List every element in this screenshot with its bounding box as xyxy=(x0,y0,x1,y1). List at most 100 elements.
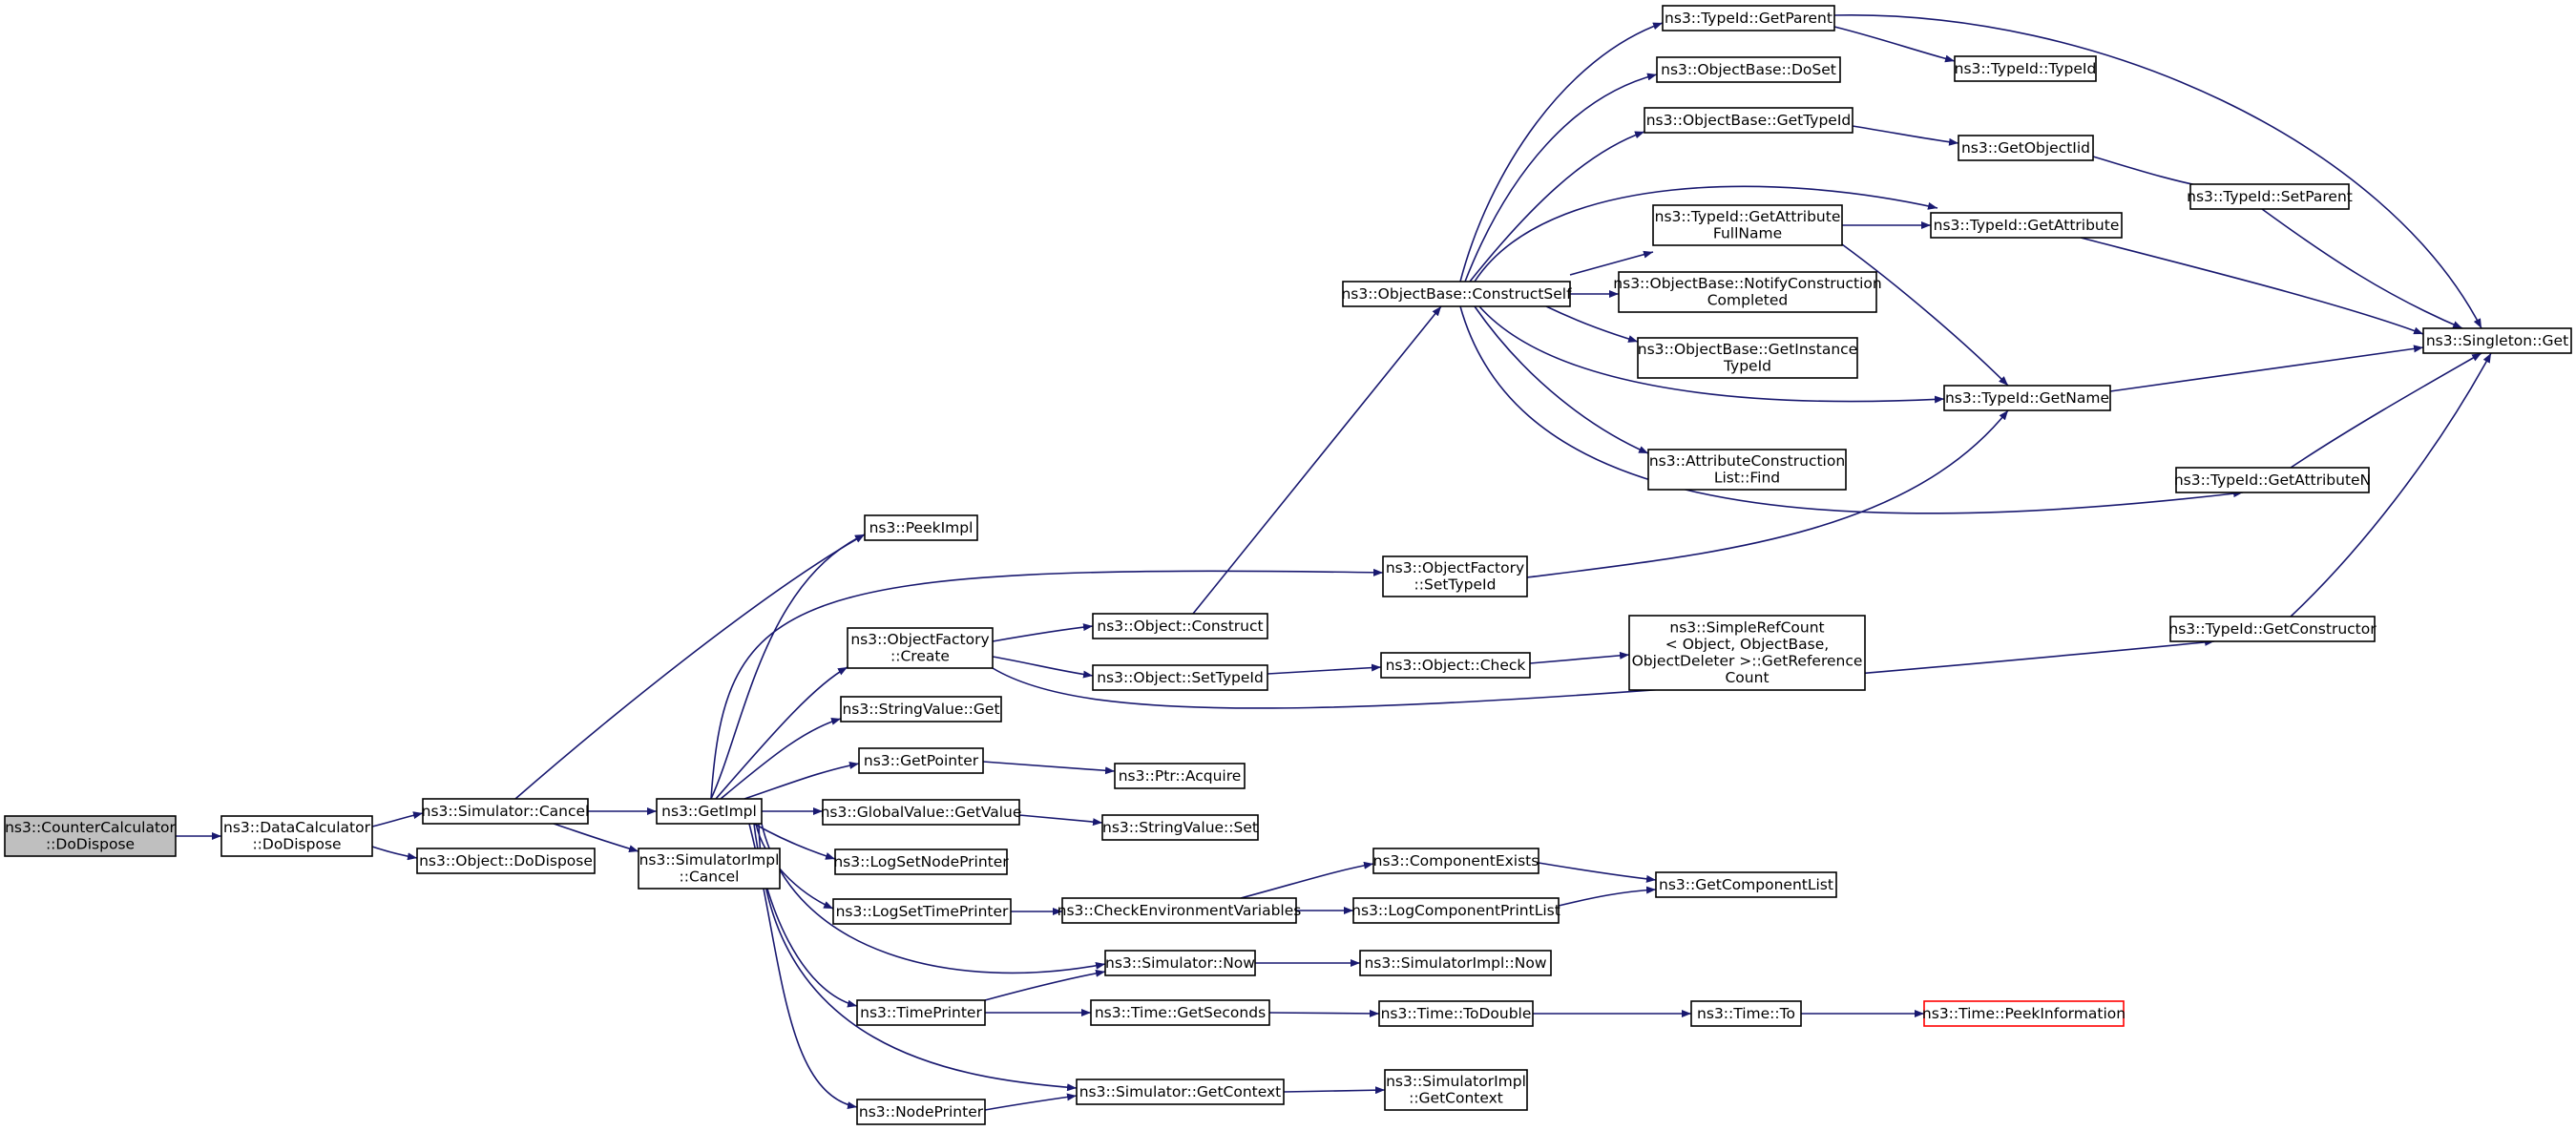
node-ns3-ptr-acquire[interactable]: ns3::Ptr::Acquire xyxy=(1114,763,1246,789)
edge-line xyxy=(2080,237,2424,335)
node-label-line: ns3::StringValue::Get xyxy=(842,701,999,718)
node-ns3-simulator-cancel[interactable]: ns3::Simulator::Cancel xyxy=(422,798,590,825)
node-ns3-objectbase-notifyconstruction-completed[interactable]: ns3::ObjectBase::NotifyConstructionCompl… xyxy=(1613,271,1882,313)
edge-line xyxy=(1268,1009,1380,1017)
node-ns3-objectbase-gettypeid[interactable]: ns3::ObjectBase::GetTypeId xyxy=(1644,107,1853,134)
node-ns3-object-dodispose[interactable]: ns3::Object::DoDispose xyxy=(416,848,596,874)
edge-line xyxy=(761,823,1106,974)
node-label-line: ns3::SimulatorImpl xyxy=(639,851,780,869)
edge-n25-to-n38 xyxy=(1529,651,1630,664)
edge-n10-to-n18 xyxy=(1018,814,1103,827)
node-ns3-object-construct[interactable]: ns3::Object::Construct xyxy=(1092,613,1268,639)
edge-line xyxy=(1474,305,1649,454)
node-ns3-timeprinter[interactable]: ns3::TimePrinter xyxy=(856,999,986,1026)
node-ns3-typeid-getattribute[interactable]: ns3::TypeId::GetAttribute xyxy=(1930,212,2123,239)
node-ns3-typeid-typeid[interactable]: ns3::TypeId::TypeId xyxy=(1954,55,2097,82)
node-ns3-simulatorimpl-cancel[interactable]: ns3::SimulatorImpl::Cancel xyxy=(638,848,781,890)
node-label-line: ns3::TypeId::GetConstructor xyxy=(2168,620,2377,638)
node-ns3-typeid-getname[interactable]: ns3::TypeId::GetName xyxy=(1943,385,2111,411)
node-label-line: ::SetTypeId xyxy=(1414,576,1497,594)
node-label-line: ns3::SimulatorImpl xyxy=(1386,1073,1526,1090)
edge-line xyxy=(982,761,1116,775)
edge-n23-to-n31 xyxy=(1459,22,1664,283)
edge-line xyxy=(710,568,1384,800)
node-box xyxy=(1342,281,1571,307)
node-ns3-objectbase-constructself[interactable]: ns3::ObjectBase::ConstructSelf xyxy=(1341,281,1572,307)
edge-n44-to-n49 xyxy=(2109,345,2424,392)
node-box xyxy=(1378,1000,1534,1027)
node-ns3-simulator-getcontext[interactable]: ns3::Simulator::GetContext xyxy=(1076,1079,1285,1105)
edge-line xyxy=(2109,345,2424,392)
node-ns3-stringvalue-get[interactable]: ns3::StringValue::Get xyxy=(840,696,1002,723)
node-ns3-objectfactory-create[interactable]: ns3::ObjectFactory::Create xyxy=(847,627,994,669)
node-label-line: ns3::ComponentExists xyxy=(1373,852,1539,869)
node-ns3-componentexists[interactable]: ns3::ComponentExists xyxy=(1372,848,1539,874)
node-box xyxy=(1384,1069,1528,1111)
node-label-line: FullName xyxy=(1713,225,1782,242)
node-box xyxy=(2169,616,2376,642)
node-box xyxy=(822,799,1020,826)
node-ns3-datacalculator-dodispose[interactable]: ns3::DataCalculator::DoDispose xyxy=(220,815,373,857)
node-ns3-typeid-getconstructor[interactable]: ns3::TypeId::GetConstructor xyxy=(2168,616,2377,642)
node-label-line: ns3::LogComponentPrintList xyxy=(1351,902,1560,919)
edge-n1-to-n3 xyxy=(371,846,418,861)
node-box xyxy=(1076,1079,1285,1105)
node-label-line: ns3::Ptr::Acquire xyxy=(1119,767,1242,785)
node-label-line: ns3::NodePrinter xyxy=(859,1103,984,1121)
node-ns3-nodeprinter[interactable]: ns3::NodePrinter xyxy=(856,1099,986,1125)
node-box xyxy=(834,848,1008,875)
node-box xyxy=(1061,897,1297,924)
node-ns3-peekimpl[interactable]: ns3::PeekImpl xyxy=(864,514,978,541)
node-box xyxy=(847,627,994,669)
node-ns3-time-to[interactable]: ns3::Time::To xyxy=(1690,1000,1802,1027)
node-ns3-getpointer[interactable]: ns3::GetPointer xyxy=(858,747,984,774)
edge-n23-to-n34 xyxy=(1569,250,1654,276)
node-ns3-time-peekinformation[interactable]: ns3::Time::PeekInformation xyxy=(1922,1000,2126,1027)
node-ns3-objectfactory-settypeid[interactable]: ns3::ObjectFactory::SetTypeId xyxy=(1382,555,1528,597)
edge-n16-to-n25 xyxy=(1267,663,1382,675)
node-ns3-logsetnodeprinter[interactable]: ns3::LogSetNodePrinter xyxy=(833,848,1009,875)
node-label-line: ns3::ObjectFactory xyxy=(850,631,989,648)
edge-line xyxy=(1558,886,1657,907)
node-box xyxy=(1101,814,1259,841)
node-box xyxy=(1372,848,1539,874)
node-ns3-time-todouble[interactable]: ns3::Time::ToDouble xyxy=(1378,1000,1534,1027)
edge-n2-to-n6 xyxy=(514,534,866,800)
node-label-line: ns3::GlobalValue::GetValue xyxy=(821,804,1022,821)
node-label-line: ns3::ObjectBase::GetTypeId xyxy=(1646,112,1852,129)
edge-line xyxy=(1526,409,2009,578)
node-label-line: Count xyxy=(1725,669,1769,686)
node-ns3-typeid-getattributen[interactable]: ns3::TypeId::GetAttributeN xyxy=(2174,467,2371,493)
node-ns3-objectbase-doset[interactable]: ns3::ObjectBase::DoSet xyxy=(1656,56,1841,83)
node-ns3-logsettimeprinter[interactable]: ns3::LogSetTimePrinter xyxy=(832,898,1012,925)
node-ns3-object-settypeid[interactable]: ns3::Object::SetTypeId xyxy=(1092,664,1268,691)
node-ns3-globalvalue-getvalue[interactable]: ns3::GlobalValue::GetValue xyxy=(821,799,1022,826)
node-ns3-logcomponentprintlist[interactable]: ns3::LogComponentPrintList xyxy=(1351,897,1560,924)
node-ns3-simplerefcount-object-objectbase-objectdeleter-getreference-count[interactable]: ns3::SimpleRefCount< Object, ObjectBase,… xyxy=(1628,615,1866,691)
edge-n4-to-n22 xyxy=(758,823,1078,1092)
node-ns3-time-getseconds[interactable]: ns3::Time::GetSeconds xyxy=(1090,999,1270,1026)
node-ns3-object-check[interactable]: ns3::Object::Check xyxy=(1380,652,1531,679)
node-ns3-singleton-get[interactable]: ns3::Singleton::Get xyxy=(2422,327,2572,354)
node-label-line: ns3::Time::To xyxy=(1697,1005,1795,1022)
node-ns3-typeid-getparent[interactable]: ns3::TypeId::GetParent xyxy=(1662,5,1835,31)
node-box xyxy=(840,696,1002,723)
node-ns3-getobjectiid[interactable]: ns3::GetObjectIid xyxy=(1958,135,2094,161)
node-ns3-getcomponentlist[interactable]: ns3::GetComponentList xyxy=(1655,871,1837,898)
node-ns3-simulatorimpl-now[interactable]: ns3::SimulatorImpl::Now xyxy=(1359,950,1552,976)
node-ns3-getimpl[interactable]: ns3::GetImpl xyxy=(656,798,763,825)
node-ns3-typeid-setparent[interactable]: ns3::TypeId::SetParent xyxy=(2187,183,2353,210)
node-ns3-simulatorimpl-getcontext[interactable]: ns3::SimulatorImpl::GetContext xyxy=(1384,1069,1528,1111)
node-box xyxy=(1923,1000,2125,1027)
node-box xyxy=(1662,5,1835,31)
node-ns3-checkenvironmentvariables[interactable]: ns3::CheckEnvironmentVariables xyxy=(1058,897,1302,924)
node-ns3-countercalculator-dodispose[interactable]: ns3::CounterCalculator::DoDispose xyxy=(4,815,177,857)
node-ns3-simulator-now[interactable]: ns3::Simulator::Now xyxy=(1104,950,1256,976)
edge-line xyxy=(984,1093,1078,1111)
node-box xyxy=(1652,204,1843,246)
node-ns3-stringvalue-set[interactable]: ns3::StringValue::Set xyxy=(1101,814,1259,841)
edge-line xyxy=(710,534,866,800)
